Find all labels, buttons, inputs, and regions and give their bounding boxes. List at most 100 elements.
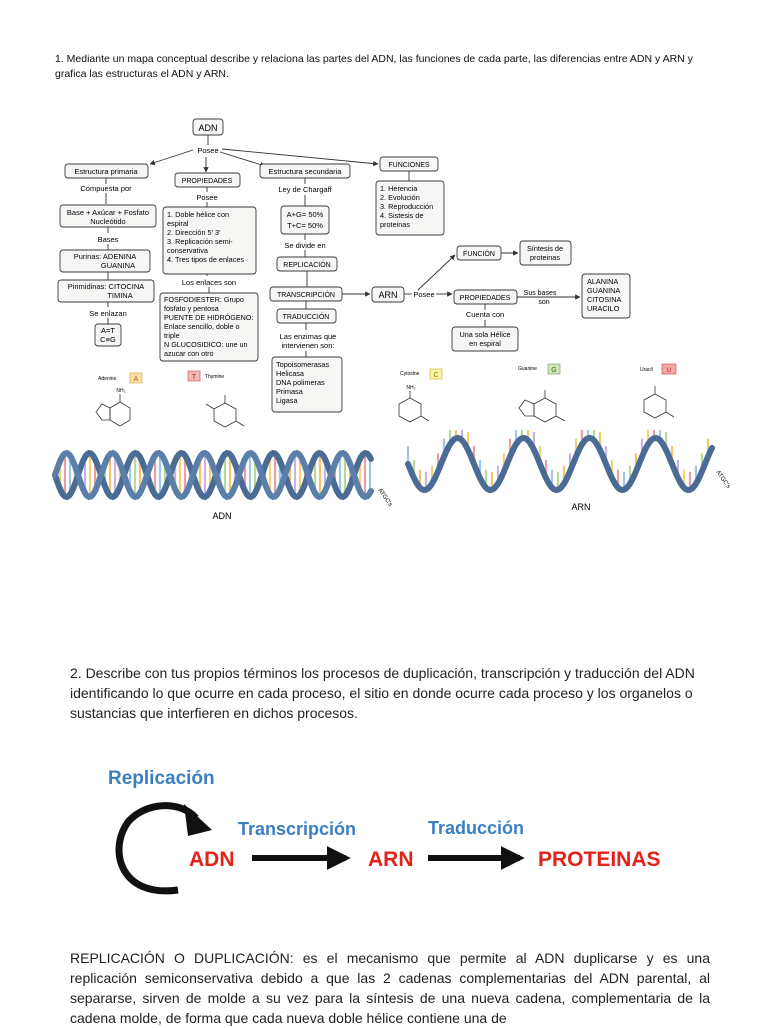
thymine-letter: T [192,374,197,381]
map-sintesis-l1: Síntesis de [527,244,563,253]
map-base-l1: Base + Axúcar + Fosfato [67,208,149,217]
flow-traduccion-label: Traducción [428,818,524,838]
map-func-line: 1. Herencia [380,184,418,193]
map-compuesta: Compuesta por [80,184,132,193]
adenine-nh2: NH₂ [116,388,125,394]
map-enlace-line: PUENTE DE HIDRÓGENO: [164,313,253,322]
rna-helix-label: ARN [571,502,590,512]
concept-map: ADN Posee Estructura primaria Compuesta … [57,118,677,428]
cytosine-structure-icon [398,391,430,423]
dna-helix-tag: ATGC's [376,488,393,508]
adenine-label: Adenine [98,376,117,382]
thymine-structure-icon [205,395,245,428]
adenine-structure-icon [95,394,131,427]
map-prop-line: 4. Tres tipos de enlaces [167,255,244,264]
map-funcion: FUNCIÓN [463,249,495,258]
guanine-letter: G [551,367,556,374]
map-pirim-l1: Pirimidinas: CITOCINA [68,282,145,291]
map-enlaces-list: FOSFODIESTER: Grupo fosfato y pentosa PU… [164,295,253,358]
replication-loop-arrow-icon [115,802,199,895]
map-posee-top: Posee [197,146,218,155]
replication-arrowhead-icon [184,804,212,836]
map-arn-base: URACILO [587,304,620,313]
rna-helix-tag: ATGC's [714,470,731,490]
map-purinas-l1: Purinas: ADENINA [74,252,137,261]
uracil-structure-icon [643,386,675,419]
map-props-list: 1. Doble hélice con espiral 2. Dirección… [167,210,244,264]
cytosine-nh2: NH₂ [406,385,415,391]
map-traduccion: TRADUCCIÓN [283,312,330,321]
map-sus-bases-l2: son [538,299,549,306]
map-cuenta: Cuenta con [466,310,504,319]
flow-transcripcion-label: Transcripción [238,819,356,839]
map-root-adn: ADN [198,123,217,133]
map-pirim-l2: TIMINA [107,291,132,300]
map-pair-l2: C≡G [100,335,116,344]
map-enzima-line: Helicasa [276,369,305,378]
flow-arn: ARN [368,848,414,871]
map-posee-arn: Posee [413,290,434,299]
map-arn-bases-list: ALANINA GUANINA CITOSINA URACILO [587,277,621,313]
map-enlace-line: FOSFODIESTER: Grupo [164,295,244,304]
map-enlace-line: Enlace sencillo, doble o [164,322,240,331]
uracil-letter: U [667,368,671,374]
helix-strand [405,434,715,494]
cytosine-letter: C [433,372,438,379]
replication-flow-diagram: Replicación Transcripción Traducción ADN… [108,768,661,895]
map-prop-line: 2. Dirección 5' 3' [167,228,221,237]
map-enlace-line: azucar con otro [164,349,214,358]
map-enlace-line: triple [164,331,180,340]
flow-adn: ADN [189,848,235,871]
map-arn-base: GUANINA [587,286,620,295]
adenine-letter: A [134,376,139,383]
question-2-text: 2. Describe con tus propios términos los… [70,665,695,721]
map-prop-line: 3. Replicación semi- [167,237,233,246]
map-prop-arn: PROPIEDADES [460,295,511,302]
map-tc: T+C= 50% [287,221,323,230]
map-base-l2: Nucleótido [90,217,125,226]
map-primary: Estructura primaria [74,167,138,176]
flow-proteinas: PROTEINAS [538,848,661,871]
map-arn-base: ALANINA [587,277,618,286]
map-func-line: 3. Reproducción [380,202,433,211]
helix-strand [52,449,374,501]
map-enzimas-l2: intervienen son: [282,341,335,350]
map-transcripcion: TRANSCRIPCIÓN [277,290,335,299]
map-helice-l1: Una sola Hélice [459,330,510,339]
guanine-structure-icon [518,390,566,423]
map-enzimas-l1: Las enzimas que [280,332,337,341]
dna-helix-label: ADN [212,511,231,520]
guanine-label: Guanine [518,366,537,372]
thymine-label: Thymine [205,374,224,380]
map-funcs-list: 1. Herencia 2. Evolución 3. Reproducción… [380,184,433,229]
map-posee-prop: Posee [196,193,217,202]
rna-helix-icon [405,430,715,494]
map-enzima-line: Topoisomerasas [276,360,329,369]
map-enlaces-son: Los enlaces son [182,278,236,287]
map-enzimas-list: Topoisomerasas Helicasa DNA polimeras Pr… [276,360,329,405]
map-chargaff: Ley de Chargaff [278,185,332,194]
replication-paragraph: REPLICACIÓN O DUPLICACIÓN: es el mecanis… [70,950,710,1026]
map-func-line: 2. Evolución [380,193,420,202]
map-arn: ARN [378,290,397,300]
map-prop-line: 1. Doble hélice con [167,210,229,219]
map-prop-line: conservativa [167,246,209,255]
cytosine-label: Cytosine [400,371,420,377]
map-sintesis-l2: proteinas [530,253,560,262]
map-pair-l1: A=T [101,326,115,335]
map-helice-l2: en espiral [469,339,501,348]
map-arn-base: CITOSINA [587,295,621,304]
map-replicacion: REPLICACIÓN [283,260,330,269]
map-func-line: proteinas [380,220,410,229]
map-func-line: 4. Sistesis de [380,211,423,220]
question-1-text: 1. Mediante un mapa conceptual describe … [55,53,693,80]
map-secundaria: Estructura secundaria [269,167,343,176]
map-propiedades: PROPIEDADES [182,178,233,185]
map-prop-line: espiral [167,219,189,228]
map-sus-bases-l1: Sus bases [524,290,557,297]
map-enlace-line: fosfato y pentosa [164,304,219,313]
map-bases: Bases [98,235,119,244]
uracil-label: Uracil [640,367,653,373]
map-funciones: FUNCIONES [388,162,430,169]
helix-strand [52,449,374,501]
